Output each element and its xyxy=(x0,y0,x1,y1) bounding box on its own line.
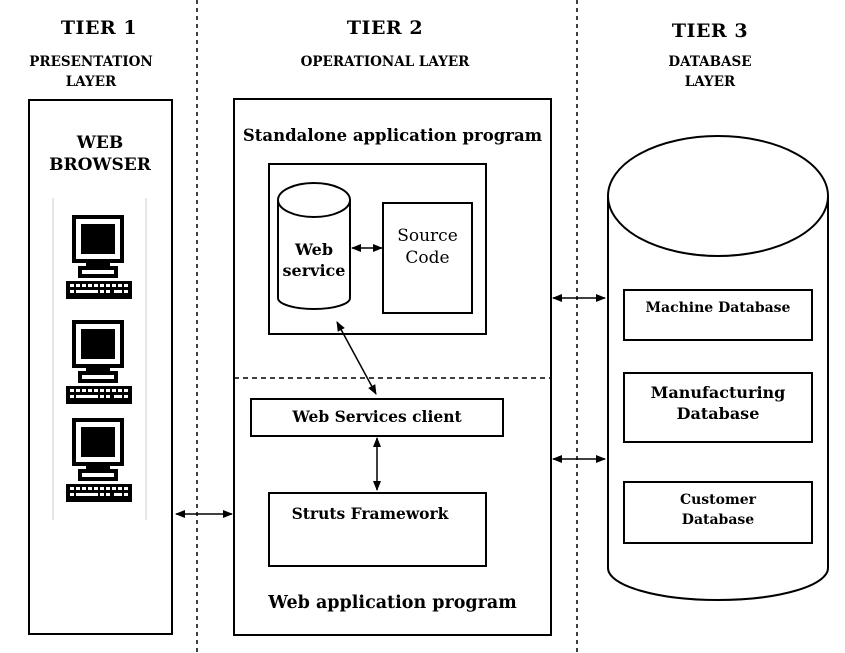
computer-icon xyxy=(66,215,132,299)
web-service-label: Web service xyxy=(278,239,350,281)
computer-icon xyxy=(66,320,132,404)
customer-database-box xyxy=(623,481,813,544)
source-code-line2: Code xyxy=(405,248,450,268)
tier-1-layer-line1: PRESENTATION xyxy=(29,54,153,70)
tier-3-layer-line1: DATABASE xyxy=(668,54,752,70)
tier-2-layer-label: OPERATIONAL LAYER xyxy=(300,54,470,70)
web-browser-line2: BROWSER xyxy=(49,155,151,175)
web-services-client-label: Web Services client xyxy=(292,407,462,426)
tier-1-layer-label: PRESENTATION LAYER xyxy=(16,52,166,92)
tier-1-title: TIER 1 xyxy=(60,17,138,39)
web-service-line1: Web xyxy=(294,240,334,259)
tier-3-layer-label: DATABASE LAYER xyxy=(640,52,780,92)
tier-2-title: TIER 2 xyxy=(346,17,424,39)
machine-database-label: Machine Database xyxy=(645,300,791,316)
standalone-title: Standalone application program xyxy=(242,126,543,145)
customer-database-line1: Customer xyxy=(679,492,757,508)
tier-3-layer-line2: LAYER xyxy=(684,74,736,90)
manufacturing-database-line2: Database xyxy=(676,404,760,423)
manufacturing-database-box xyxy=(623,372,813,443)
web-service-line2: service xyxy=(282,261,346,280)
web-browser-label: WEB BROWSER xyxy=(40,132,160,176)
web-application-title: Web application program xyxy=(268,593,517,613)
computer-icon xyxy=(66,418,132,502)
struts-framework-label: Struts Framework xyxy=(291,504,449,523)
struts-framework-box xyxy=(268,492,487,567)
database-cylinder xyxy=(607,135,829,601)
web-browser-line1: WEB xyxy=(76,133,124,153)
machine-database-box xyxy=(623,289,813,341)
tier-3-title: TIER 3 xyxy=(671,20,749,42)
manufacturing-database-line1: Manufacturing xyxy=(650,383,786,402)
web-services-client-box xyxy=(250,398,504,437)
web-service-cylinder xyxy=(277,182,351,310)
customer-database-line2: Database xyxy=(681,512,755,528)
manufacturing-database-label: Manufacturing Database xyxy=(623,382,813,424)
source-code-label: Source Code xyxy=(382,225,473,269)
source-code-box xyxy=(382,202,473,314)
standalone-inner-box xyxy=(268,163,487,335)
operational-box xyxy=(233,98,552,636)
customer-database-label: Customer Database xyxy=(623,490,813,530)
source-code-line1: Source xyxy=(397,226,458,246)
presentation-box xyxy=(28,99,173,635)
tier-1-layer-line2: LAYER xyxy=(65,74,117,90)
